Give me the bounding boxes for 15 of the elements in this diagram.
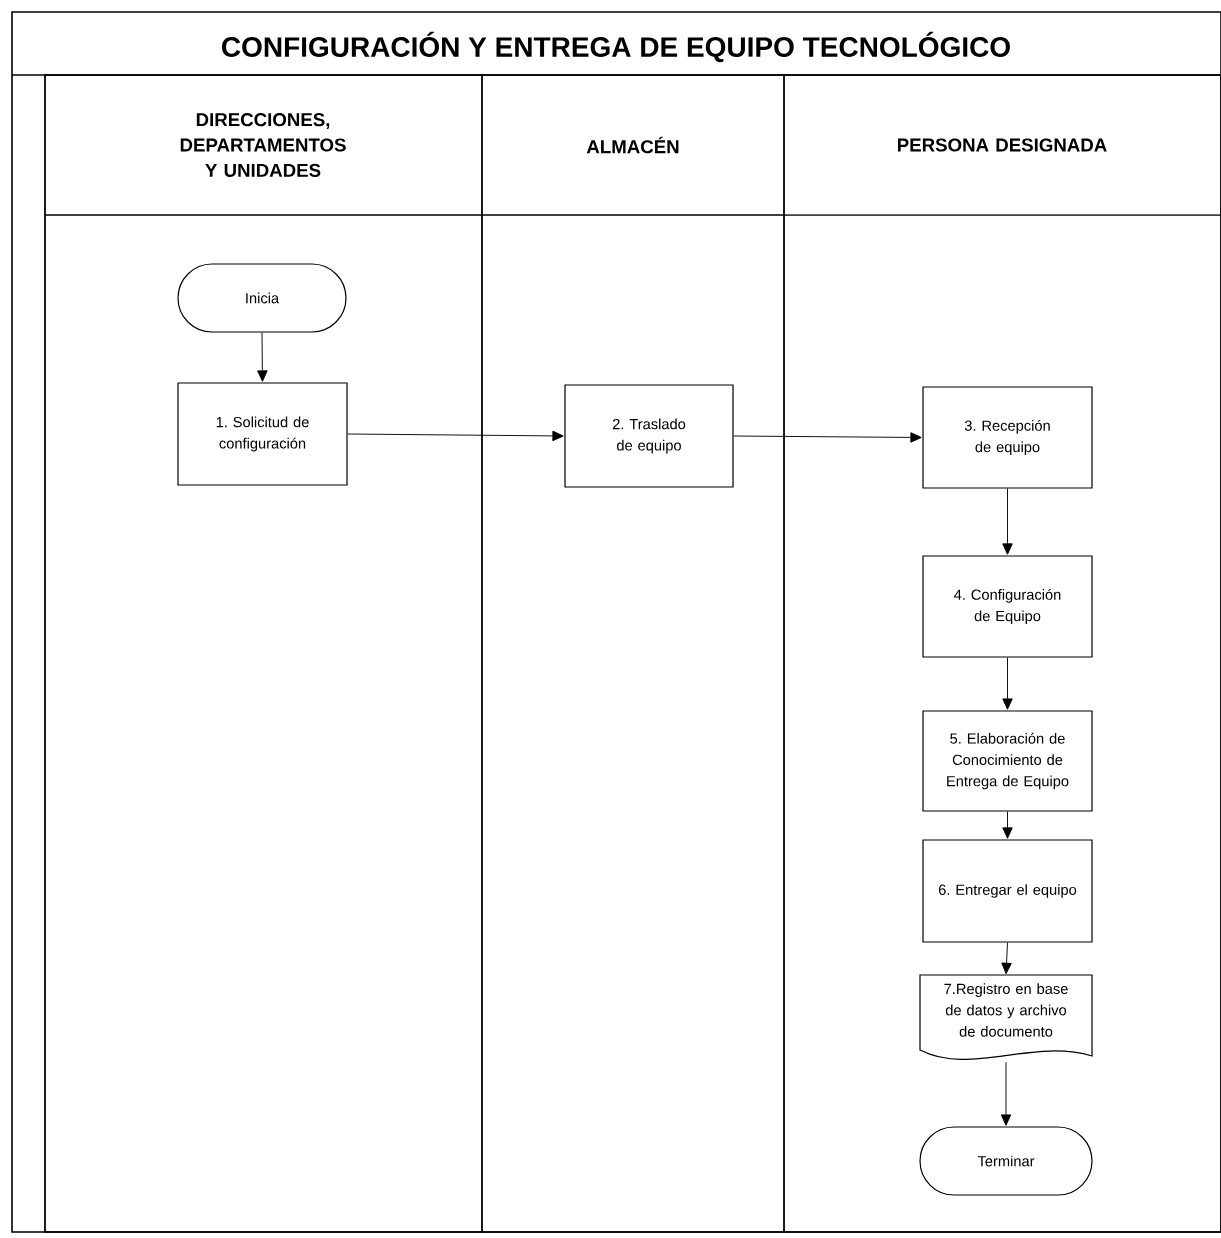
- process-box: 1. Solicitud de configuración: [177, 382, 348, 486]
- process-box: 3. Recepción de equipo: [922, 386, 1093, 489]
- process-box: 5. Elaboración de Conocimiento de Entrega de Equipo: [922, 710, 1093, 812]
- arrow: [733, 432, 922, 443]
- arrow: [1002, 488, 1013, 555]
- arrow: [1002, 811, 1013, 839]
- arrow: [257, 332, 268, 382]
- process-box: 6. Entregar el equipo: [922, 839, 1093, 943]
- process-box: 4. Configuración de Equipo: [922, 555, 1093, 658]
- arrow: [1000, 1061, 1012, 1126]
- process-box: 2. Traslado de equipo: [564, 384, 734, 488]
- arrow: [347, 430, 564, 442]
- arrow: [1002, 657, 1013, 710]
- arrow: [1001, 942, 1012, 975]
- title: CONFIGURACIÓN Y ENTREGA DE EQUIPO TECNOLÓGICO: [222, 31, 1010, 63]
